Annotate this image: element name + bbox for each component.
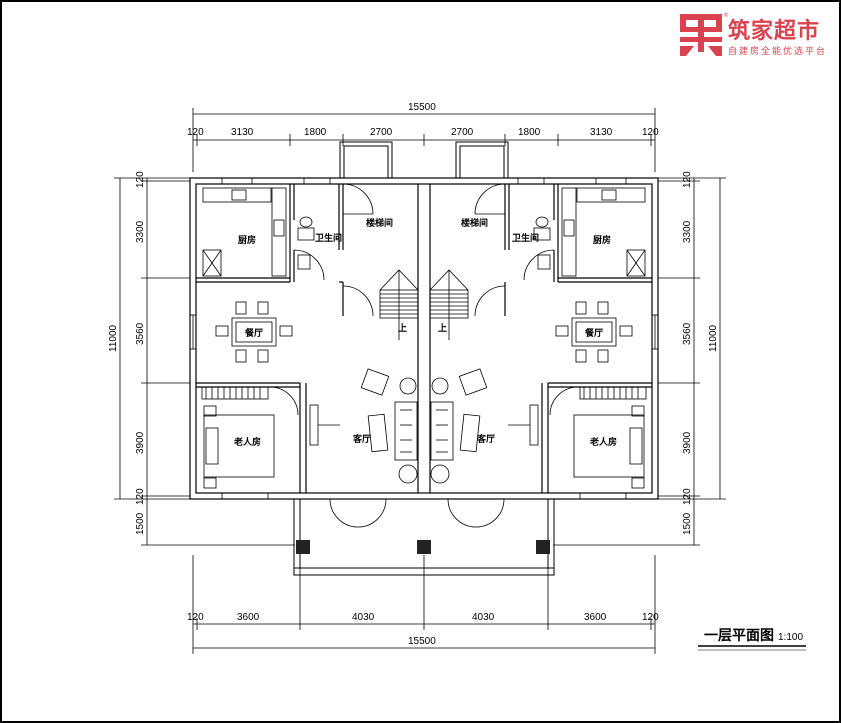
elder-bedroom-right-furniture bbox=[573, 386, 647, 489]
stairs-right bbox=[429, 269, 469, 340]
bottom-seg-4: 3600 bbox=[584, 612, 607, 623]
top-seg-0: 120 bbox=[187, 127, 204, 138]
left-seg-3: 3900 bbox=[135, 431, 146, 454]
bottom-total-dim: 15500 bbox=[408, 636, 436, 647]
porch-columns bbox=[296, 540, 550, 554]
top-seg-3: 2700 bbox=[370, 127, 393, 138]
top-seg-5: 1800 bbox=[518, 127, 541, 138]
left-total-dim: 11000 bbox=[108, 324, 119, 352]
drawing-scale: 1:100 bbox=[778, 632, 803, 643]
living-furniture-left bbox=[309, 368, 418, 484]
right-seg-2: 3560 bbox=[682, 322, 693, 345]
top-seg-2: 1800 bbox=[304, 127, 327, 138]
logo-tagline: 自建房全能优选平台 bbox=[728, 45, 827, 57]
label-stairwell-right: 楼梯间 bbox=[461, 217, 488, 229]
label-up-left: 上 bbox=[398, 322, 407, 334]
dining-table-left bbox=[215, 301, 293, 363]
bottom-seg-2: 4030 bbox=[352, 612, 375, 623]
right-seg-4: 120 bbox=[682, 488, 693, 505]
left-seg-2: 3560 bbox=[135, 322, 146, 345]
side-windows bbox=[189, 177, 659, 500]
kitchen-fixtures bbox=[202, 187, 646, 277]
label-kitchen-right: 厨房 bbox=[593, 234, 611, 246]
bottom-dimensions bbox=[192, 555, 656, 654]
label-bathroom-left: 卫生间 bbox=[315, 232, 342, 244]
top-window-bays bbox=[339, 141, 509, 179]
top-dimensions bbox=[192, 108, 656, 172]
stairs-left bbox=[379, 269, 419, 340]
interior-walls-right bbox=[504, 184, 652, 493]
right-seg-3: 3900 bbox=[682, 431, 693, 454]
label-living-left: 客厅 bbox=[352, 433, 371, 445]
label-kitchen-left: 厨房 bbox=[238, 234, 256, 246]
party-wall bbox=[417, 184, 431, 493]
left-seg-1: 3300 bbox=[135, 220, 146, 243]
front-porch bbox=[293, 498, 555, 576]
top-seg-7: 120 bbox=[642, 127, 659, 138]
left-seg-4: 120 bbox=[135, 488, 146, 505]
dining-table-right bbox=[555, 301, 633, 363]
right-dimensions bbox=[553, 177, 726, 546]
label-bathroom-right: 卫生间 bbox=[512, 232, 539, 244]
label-dining-left: 餐厅 bbox=[244, 327, 263, 339]
label-dining-right: 餐厅 bbox=[584, 327, 603, 339]
bottom-seg-1: 3600 bbox=[237, 612, 260, 623]
left-dimensions bbox=[114, 177, 295, 546]
logo-registered: ® bbox=[723, 12, 729, 19]
drawing-title-block: 一层平面图 1:100 bbox=[698, 628, 806, 651]
brand-logo: ® 筑家超市 自建房全能优选平台 bbox=[680, 12, 827, 57]
left-seg-0: 120 bbox=[135, 171, 146, 188]
living-furniture-right bbox=[430, 368, 539, 484]
label-up-right: 上 bbox=[438, 322, 447, 334]
left-seg-5: 1500 bbox=[135, 512, 146, 535]
top-seg-6: 3130 bbox=[590, 127, 613, 138]
label-stairwell-left: 楼梯间 bbox=[366, 217, 393, 229]
door-swings bbox=[269, 183, 579, 528]
logo-mark-icon bbox=[680, 14, 722, 56]
logo-name: 筑家超市 bbox=[728, 18, 820, 44]
bottom-seg-5: 120 bbox=[642, 612, 659, 623]
elder-bedroom-left-furniture bbox=[201, 386, 275, 489]
right-seg-0: 120 bbox=[682, 171, 693, 188]
right-seg-1: 3300 bbox=[682, 220, 693, 243]
bottom-seg-0: 120 bbox=[187, 612, 204, 623]
label-elder-bedroom-left: 老人房 bbox=[233, 436, 261, 448]
label-living-right: 客厅 bbox=[476, 433, 495, 445]
top-seg-1: 3130 bbox=[231, 127, 254, 138]
drawing-title: 一层平面图 bbox=[704, 628, 774, 644]
top-total-dim: 15500 bbox=[408, 102, 436, 113]
right-seg-5: 1500 bbox=[682, 512, 693, 535]
top-seg-4: 2700 bbox=[451, 127, 474, 138]
bottom-seg-3: 4030 bbox=[472, 612, 495, 623]
bathroom-fixtures bbox=[297, 216, 551, 270]
right-total-dim: 11000 bbox=[708, 324, 719, 352]
label-elder-bedroom-right: 老人房 bbox=[589, 436, 617, 448]
